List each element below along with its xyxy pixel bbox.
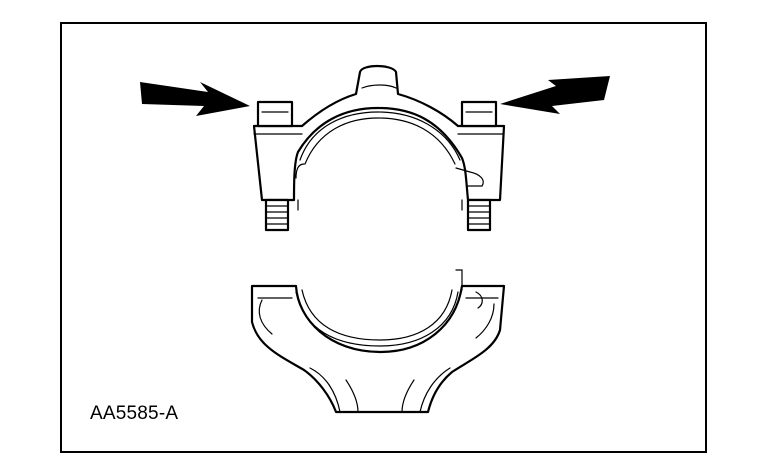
figure-code-label: AA5585-A	[90, 403, 179, 424]
left-bolt	[256, 100, 294, 232]
arrow-right-icon	[140, 82, 250, 116]
right-bolt	[460, 100, 498, 232]
arrow-left-icon	[500, 76, 610, 114]
bearing-cap	[252, 64, 506, 211]
connecting-rod-body	[250, 269, 506, 414]
